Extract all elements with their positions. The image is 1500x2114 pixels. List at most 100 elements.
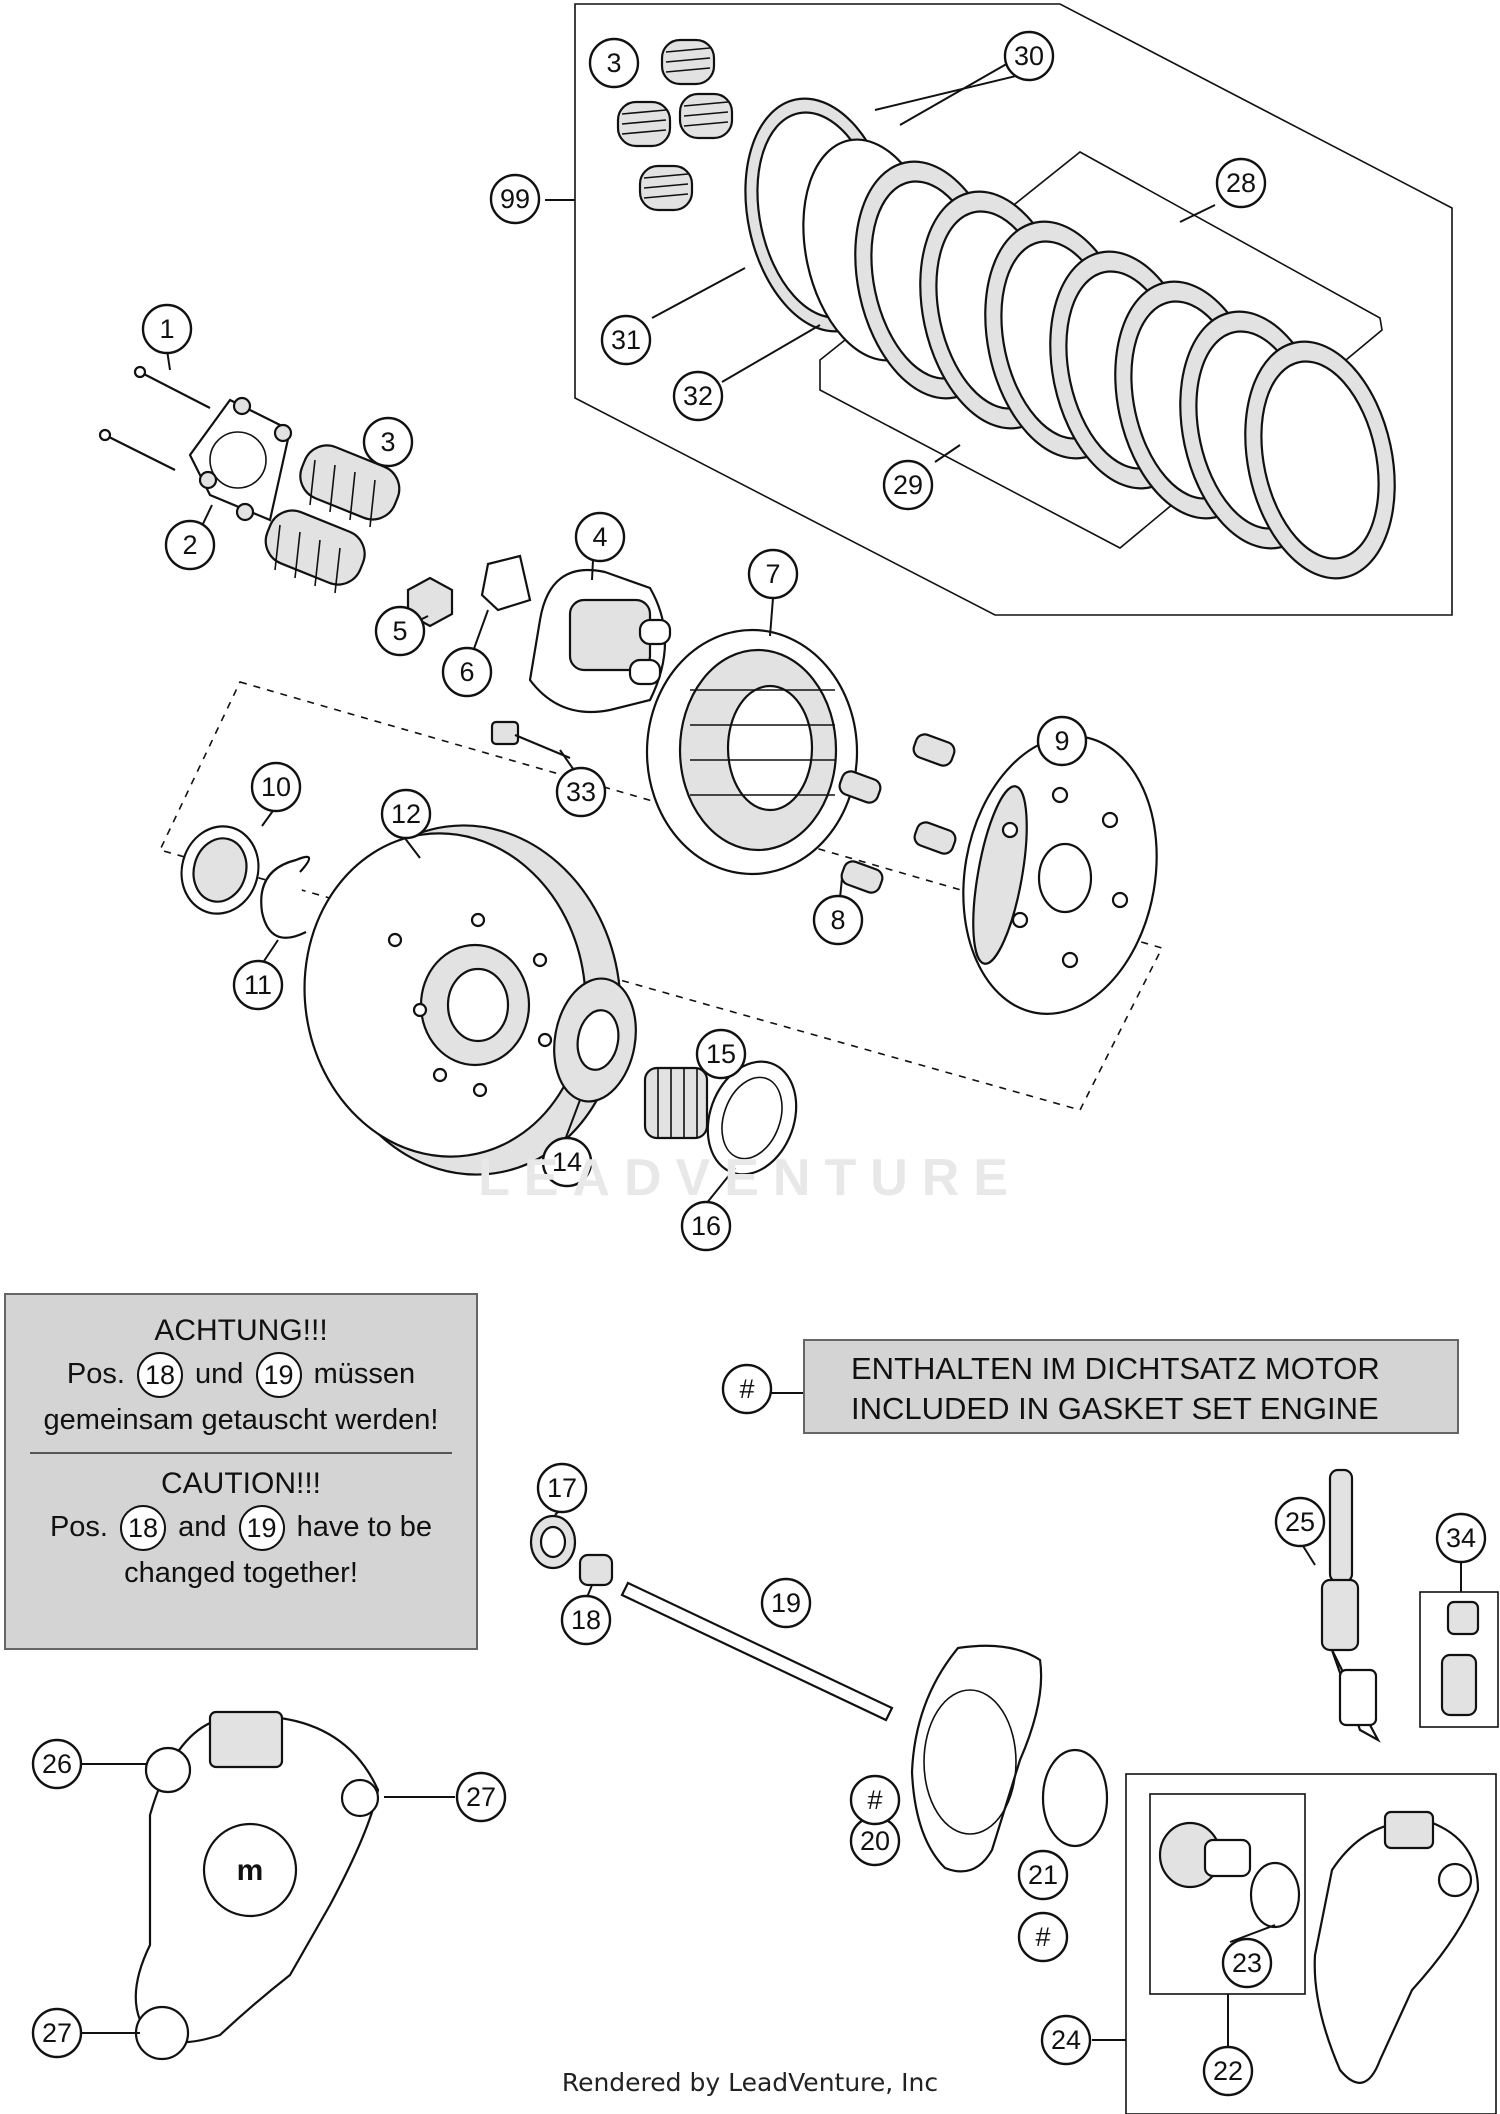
callout-label: 7	[765, 559, 780, 589]
callout-label: 2	[182, 530, 197, 560]
callout-layer: 1233456789101112141516171819202122232425…	[31, 30, 1487, 2097]
credit-text: Rendered by LeadVenture, Inc	[561, 2068, 939, 2097]
callout-label: 12	[391, 799, 421, 829]
callout-23: 23	[1221, 1937, 1273, 1989]
callout-26: 26	[31, 1738, 83, 1790]
and-label: and	[178, 1511, 227, 1543]
callout-label: 30	[1014, 41, 1044, 71]
callout-label: 27	[42, 2018, 72, 2048]
warning-line-de-2: gemeinsam getauscht werden!	[43, 1404, 439, 1436]
callout-27: 27	[455, 1771, 507, 1823]
callout-4: 4	[574, 511, 626, 563]
callout-20: 20	[849, 1815, 901, 1867]
leader-lines	[80, 61, 1462, 2060]
callout-label: 31	[611, 325, 641, 355]
callout-2: 2	[164, 519, 216, 571]
callout-label: 3	[380, 427, 395, 457]
warning-title-de: ACHTUNG!!!	[154, 1314, 328, 1347]
warning-note: ACHTUNG!!! Pos. 18 und 19 müssen gemeins…	[4, 1293, 478, 1650]
small-springs	[838, 733, 957, 894]
assembly-dashed-outline	[158, 681, 1164, 1111]
callout-31: 31	[600, 314, 652, 366]
callout-25: 25	[1274, 1496, 1326, 1548]
callout-label: 26	[42, 1749, 72, 1779]
pos-label: Pos.	[49, 1511, 108, 1543]
callout-label: 99	[500, 184, 530, 214]
damper-hub	[962, 735, 1158, 1015]
part-ref-18: 18	[120, 1505, 167, 1552]
callout-label: 33	[566, 777, 596, 807]
callout-14: 14	[541, 1136, 593, 1188]
gasket-set-marker: #	[721, 1363, 773, 1415]
warning-line-de-1: Pos. 18 und 19 müssen	[6, 1351, 476, 1399]
callout-22: 22	[1202, 2045, 1254, 2097]
gasket-set-marker: #	[1017, 1911, 1069, 1963]
callout-9: 9	[1036, 715, 1088, 767]
tail-label: müssen	[313, 1358, 416, 1390]
seal-ring	[529, 1514, 577, 1570]
clutch-slave-cylinder-cover: m	[134, 1710, 380, 2061]
part-ref-18: 18	[136, 1352, 183, 1399]
push-rod-short	[490, 720, 571, 760]
push-rod-long	[620, 1581, 894, 1722]
o-ring	[1041, 1748, 1109, 1848]
spring-retainer-plate	[188, 396, 293, 522]
callout-33: 33	[555, 766, 607, 818]
warning-line-en-2: changed together!	[124, 1557, 358, 1589]
callout-3: 3	[588, 37, 640, 89]
callout-label: 16	[691, 1211, 721, 1241]
bolts	[98, 365, 211, 471]
callout-label: #	[1035, 1922, 1050, 1952]
callout-11: 11	[232, 959, 284, 1011]
callout-label: #	[739, 1374, 754, 1404]
callout-label: 24	[1051, 2025, 1081, 2055]
callout-label: 15	[706, 1039, 736, 1069]
callout-21: 21	[1017, 1849, 1069, 1901]
primary-gear	[553, 977, 637, 1103]
part-ref-19: 19	[238, 1505, 285, 1552]
callout-label: 1	[159, 314, 174, 344]
part-ref-19: 19	[255, 1352, 302, 1399]
callout-24: 24	[1040, 2014, 1092, 2066]
callout-label: 21	[1028, 1860, 1058, 1890]
clutch-disc-stack	[744, 97, 1396, 580]
callout-label: 27	[466, 1782, 496, 1812]
callout-1: 1	[141, 303, 193, 355]
watermark: LEADVENTURE	[477, 1149, 1023, 1207]
callout-16: 16	[680, 1200, 732, 1252]
slave-o-ring	[1249, 1861, 1301, 1929]
callout-6: 6	[441, 646, 493, 698]
tail-label: have to be	[296, 1511, 433, 1543]
callout-30: 30	[1003, 30, 1055, 82]
callout-label: 22	[1213, 2056, 1243, 2086]
gasket-set-marker: #	[849, 1774, 901, 1826]
callout-label: 23	[1232, 1948, 1262, 1978]
callout-label: 5	[392, 616, 407, 646]
bleed-kit	[1440, 1600, 1480, 1717]
gasket-note-line-de: ENTHALTEN IM DICHTSATZ MOTOR	[851, 1351, 1380, 1386]
callout-29: 29	[882, 459, 934, 511]
warning-line-en-1: Pos. 18 and 19 have to be	[6, 1504, 476, 1552]
callout-5: 5	[374, 605, 426, 657]
callout-label: 32	[683, 381, 713, 411]
callout-12: 12	[380, 788, 432, 840]
callout-28: 28	[1215, 157, 1267, 209]
bleed-kit-box	[1419, 1591, 1499, 1728]
clutch-springs	[264, 444, 401, 594]
clutch-basket	[303, 824, 622, 1176]
callout-15: 15	[695, 1028, 747, 1080]
warning-divider	[30, 1452, 452, 1454]
callout-10: 10	[250, 761, 302, 813]
callout-label: 11	[244, 970, 272, 1000]
gasket-note-line-en: INCLUDED IN GASKET SET ENGINE	[851, 1391, 1379, 1426]
callout-17: 17	[536, 1462, 588, 1514]
callout-label: 28	[1226, 168, 1256, 198]
bleeder-valve	[1320, 1468, 1381, 1743]
callout-27: 27	[31, 2007, 83, 2059]
callout-label: 8	[830, 905, 845, 935]
slave-cylinder	[1313, 1810, 1480, 2084]
slave-assembly-box	[1125, 1773, 1497, 2114]
and-label: und	[195, 1358, 244, 1390]
disc-kit-outline	[574, 3, 1453, 616]
